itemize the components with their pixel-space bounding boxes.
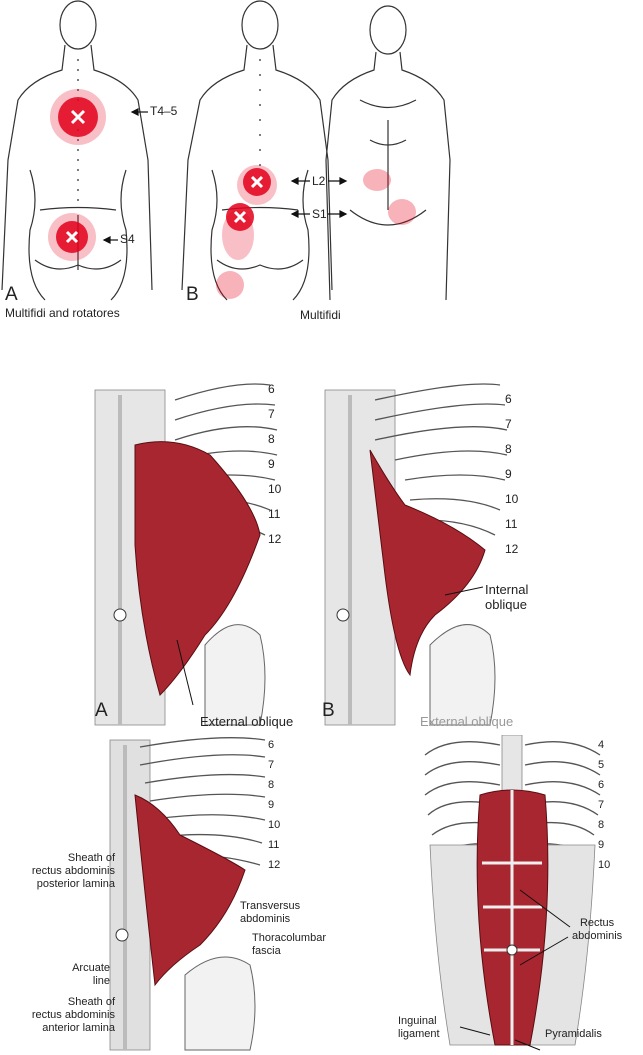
referred-pain-abdomen-2	[388, 199, 416, 225]
external-oblique-label: External oblique	[200, 714, 294, 729]
iliac-crest-b	[429, 624, 496, 726]
panel-a-caption: Multifidi and rotatores	[5, 306, 120, 320]
rectus-label: Rectus abdominis	[572, 917, 623, 942]
referred-pain-abdomen-1	[363, 169, 391, 191]
iliac-crest-c	[184, 956, 256, 1051]
external-oblique-illustration	[94, 383, 278, 726]
back-figure-b	[181, 0, 333, 301]
oblique-figure-a	[85, 375, 310, 730]
iliac-crest	[204, 624, 266, 726]
label-s1: S1	[312, 207, 327, 221]
external-oblique-muscle	[134, 441, 261, 696]
ribs-c	[139, 737, 266, 866]
umbilicus-b	[336, 608, 350, 622]
sheath-anterior-label: Sheath of rectus abdominis anterior lami…	[31, 996, 115, 1034]
label-t45: T4–5	[150, 104, 178, 118]
inguinal-label: Inguinal ligament	[398, 1015, 440, 1040]
ribs-b	[374, 383, 508, 536]
umbilicus-d	[506, 944, 518, 956]
panel-b-caption: Multifidi	[300, 308, 341, 322]
external-oblique-label-b: External oblique	[420, 714, 514, 729]
internal-oblique-leader	[444, 586, 484, 596]
arrows-b	[290, 177, 348, 218]
rib-numbers-a: 6 7 8 9 10 11 12	[268, 382, 282, 546]
rib-numbers-b: 6 7 8 9 10 11 12	[505, 392, 519, 556]
rectus-figure	[420, 735, 605, 1055]
transversus-figure	[100, 735, 270, 1055]
panel-b-letter: B	[186, 284, 199, 305]
trigger-point-s1	[222, 203, 254, 260]
sheath-posterior-label: Sheath of rectus abdominis posterior lam…	[31, 852, 115, 890]
rectus-illustration	[424, 735, 601, 1051]
oblique-figure-b	[315, 375, 540, 730]
internal-oblique-illustration	[324, 383, 508, 726]
body-outlines	[1, 0, 451, 301]
rib-numbers-c: 6 7 8 9 10 11 12	[268, 739, 281, 871]
label-l2: L2	[312, 174, 326, 188]
referred-pain-figure: A Multifidi and rotatores T4–5 S4 B Mult…	[0, 0, 643, 330]
transversus-muscle	[134, 794, 246, 987]
umbilicus-c	[115, 928, 129, 942]
trigger-point-s4	[48, 213, 96, 261]
external-oblique-leader	[176, 639, 194, 706]
rib-numbers-d: 4 5 6 7 8 9 10	[598, 739, 611, 871]
spine-dots-b	[259, 59, 261, 166]
thoracolumbar-label: Thoracolumbar fascia	[252, 932, 326, 957]
umbilicus	[113, 608, 127, 622]
arrows-a	[102, 108, 148, 244]
mid-panel-a-letter: A	[95, 700, 108, 721]
panel-a-letter: A	[5, 284, 18, 305]
transversus-label: Transversus abdominis	[240, 900, 301, 925]
transversus-illustration	[109, 737, 266, 1051]
trigger-point-l2	[237, 165, 277, 205]
mid-panel-b-letter: B	[322, 700, 335, 721]
pyramidalis-label: Pyramidalis	[545, 1028, 602, 1040]
internal-oblique-label: Internal oblique	[485, 582, 529, 612]
back-figure-a	[1, 0, 153, 301]
front-figure	[325, 5, 451, 301]
label-s4: S4	[120, 232, 135, 246]
referred-pain-thigh	[216, 271, 244, 299]
internal-oblique-muscle	[369, 449, 486, 677]
arcuate-line-label: Arcuate line	[72, 962, 110, 987]
trigger-point-t45	[50, 89, 106, 145]
